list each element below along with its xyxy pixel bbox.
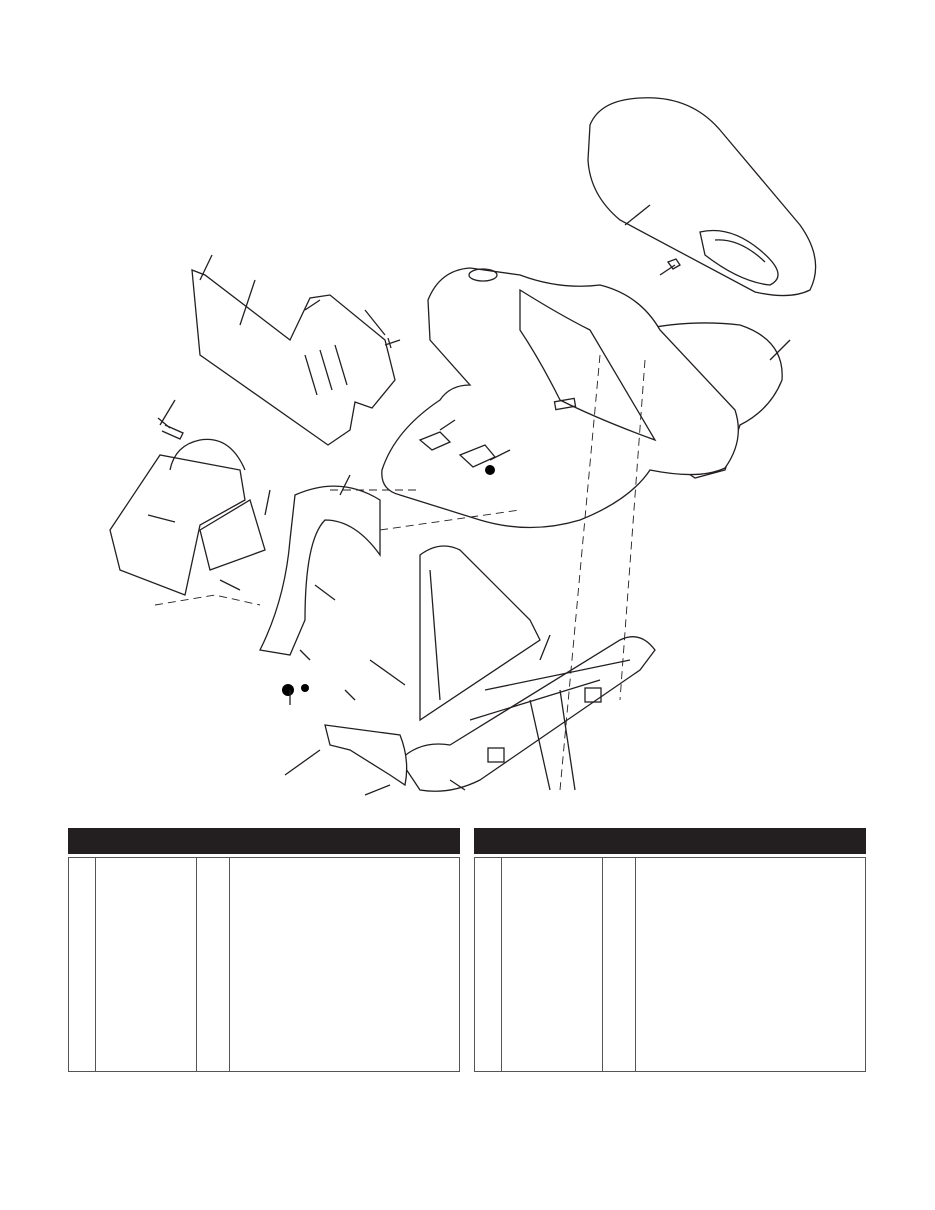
bolt: [157, 417, 184, 440]
footrest-hook: [169, 438, 246, 471]
table-header: [68, 828, 460, 854]
parts-table-left: [68, 828, 460, 1072]
seat-cover-recess: [699, 229, 779, 286]
nut-1: [485, 465, 495, 475]
mount-bracket: [584, 687, 602, 703]
panel-vents: [304, 344, 348, 396]
column-divider: [196, 858, 197, 1071]
column-divider: [635, 858, 636, 1071]
screw-1: [384, 337, 401, 349]
assembly-lines: [154, 354, 646, 791]
mount-bracket-2: [487, 747, 505, 763]
splash-guard-left: [199, 499, 266, 571]
column-divider: [229, 858, 230, 1071]
frame-upright: [419, 545, 541, 722]
fender-flare: [259, 485, 381, 656]
front-guard: [324, 724, 408, 787]
seat-cover: [587, 97, 817, 297]
column-divider: [95, 858, 96, 1071]
left-side-panel: [191, 269, 396, 446]
leader-lines: [147, 204, 791, 796]
table-header: [474, 828, 866, 854]
footrest: [109, 454, 246, 596]
vent-slot: [553, 397, 577, 411]
frame-rails: [469, 659, 631, 791]
main-fender-body: [381, 267, 739, 529]
parts-table-right: [474, 828, 866, 1072]
frame-crossmember: [399, 636, 656, 792]
column-divider: [602, 858, 603, 1071]
seat-opening: [519, 288, 657, 442]
washer: [301, 684, 309, 692]
exploded-parts-diagram: [109, 97, 817, 796]
table-body: [474, 857, 866, 1072]
nut-2: [282, 684, 294, 696]
fuel-cap-opening: [468, 268, 498, 282]
table-body: [68, 857, 460, 1072]
mounting-bracket-1: [418, 431, 452, 451]
seat-clip: [666, 258, 681, 270]
column-divider: [501, 858, 502, 1071]
